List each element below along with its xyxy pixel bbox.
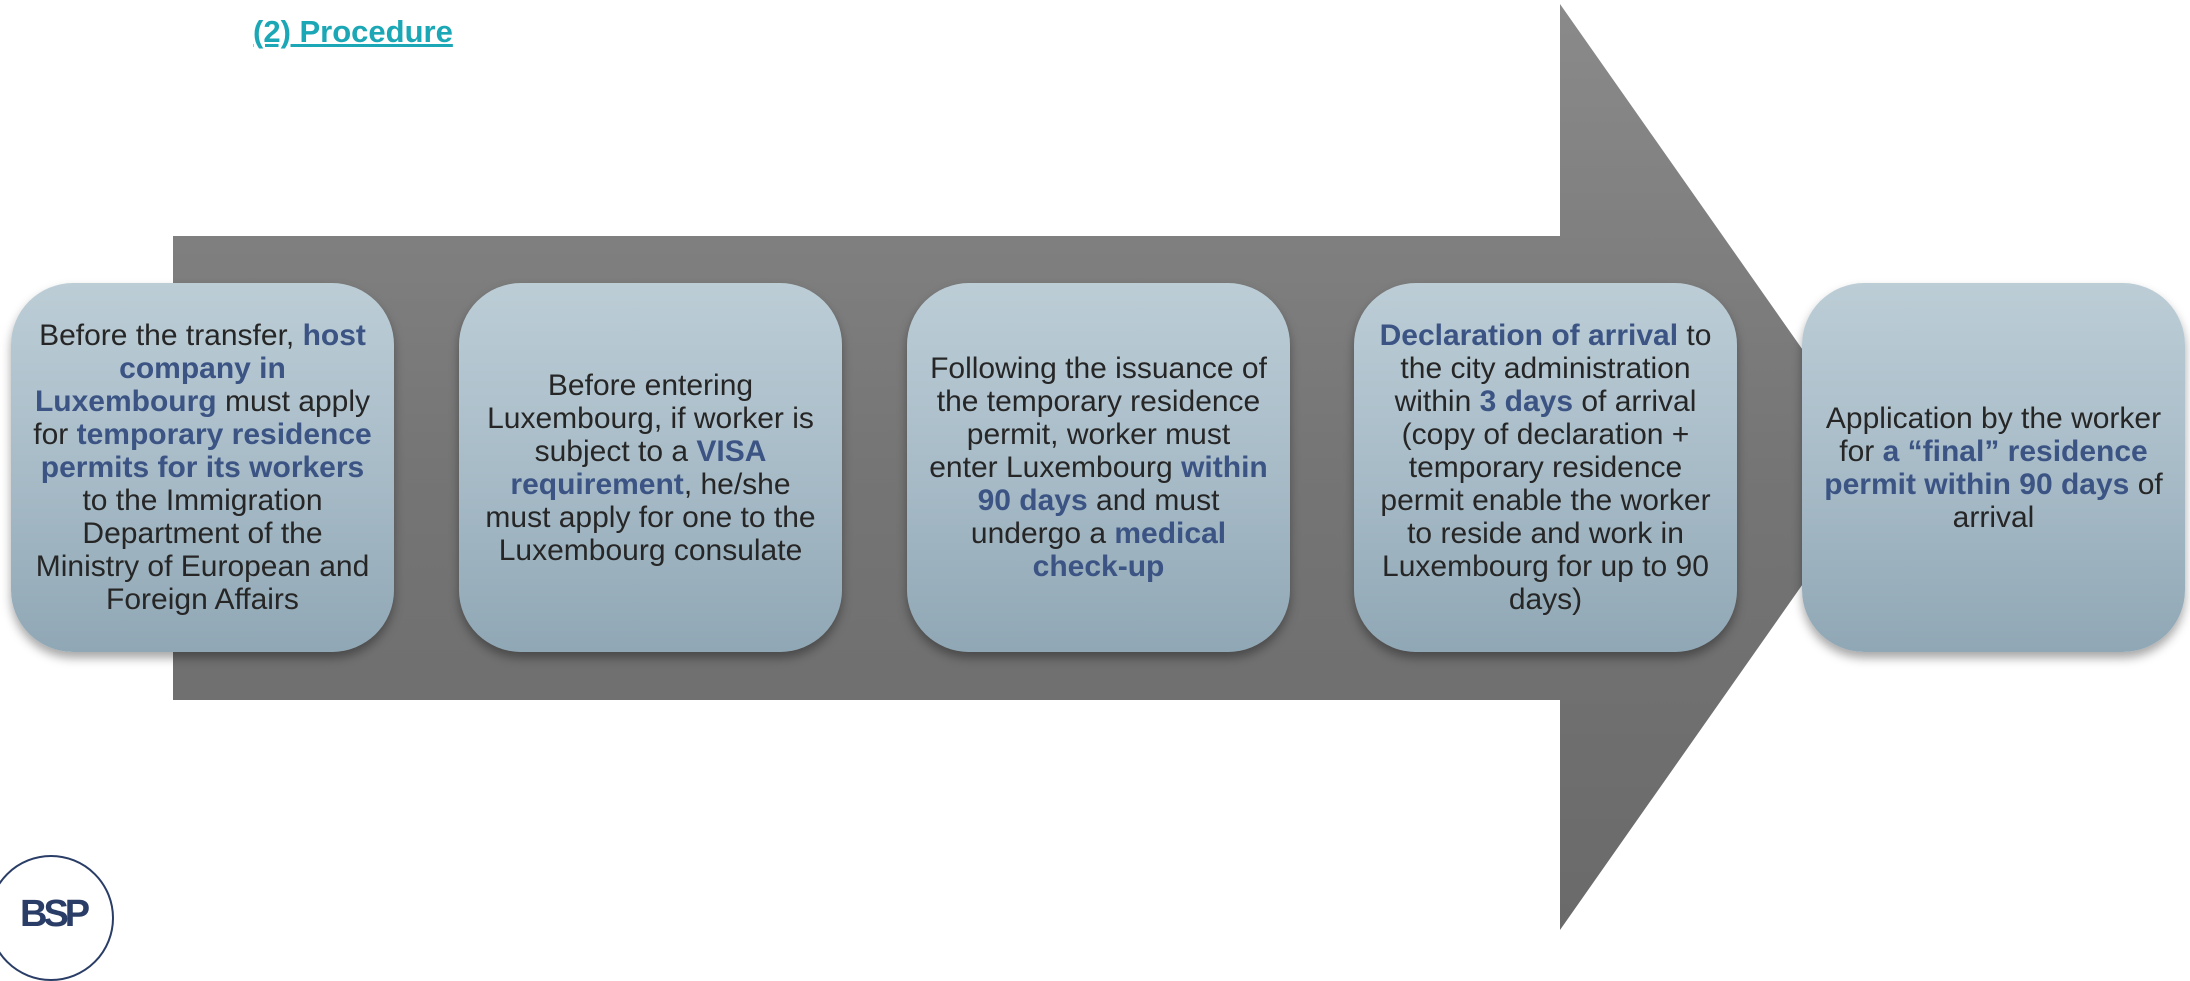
step-highlight-text: within 90 days bbox=[977, 451, 1268, 517]
step-body-text: , he/she must apply for one to the Luxem… bbox=[485, 467, 816, 567]
step-body-text: of arrival (copy of declaration + tempor… bbox=[1380, 385, 1711, 616]
step-3-box: Following the issuance of the temporary … bbox=[907, 283, 1290, 652]
step-body-text: of arrival bbox=[1952, 467, 2163, 534]
step-4-text: Declaration of arrival to the city admin… bbox=[1376, 319, 1715, 616]
step-4-box: Declaration of arrival to the city admin… bbox=[1354, 283, 1737, 652]
step-body-text: Application by the worker for bbox=[1825, 401, 2162, 468]
step-1-text: Before the transfer, host company in Lux… bbox=[33, 319, 372, 616]
step-body-text: Before entering Luxembourg, if worker is… bbox=[487, 368, 814, 468]
bsp-logo-text: BSP bbox=[20, 893, 90, 935]
page-title[interactable]: (2) Procedure bbox=[253, 14, 453, 49]
step-body-text: and must undergo a bbox=[970, 484, 1220, 550]
step-body-text: Before the transfer, bbox=[39, 319, 303, 352]
step-3-text: Following the issuance of the temporary … bbox=[929, 352, 1268, 583]
step-highlight-text: 3 days bbox=[1479, 385, 1574, 418]
step-highlight-text: a “final” residence permit within 90 day… bbox=[1824, 434, 2148, 501]
step-body-text: to the Immigration Department of the Min… bbox=[35, 484, 370, 616]
step-5-box: Application by the worker for a “final” … bbox=[1802, 283, 2185, 652]
step-highlight-text: temporary residence permits for its work… bbox=[40, 418, 372, 484]
step-body-text: Following the issuance of the temporary … bbox=[929, 352, 1267, 484]
step-highlight-text: VISA requirement bbox=[510, 434, 767, 501]
step-highlight-text: medical check-up bbox=[1032, 517, 1227, 583]
step-2-box: Before entering Luxembourg, if worker is… bbox=[459, 283, 842, 652]
step-body-text: must apply for bbox=[33, 385, 371, 451]
step-highlight-text: Declaration of arrival bbox=[1379, 319, 1679, 352]
step-body-text: to the city administration within bbox=[1394, 319, 1712, 418]
step-1-box: Before the transfer, host company in Lux… bbox=[11, 283, 394, 652]
step-2-text: Before entering Luxembourg, if worker is… bbox=[481, 369, 820, 567]
step-5-text: Application by the worker for a “final” … bbox=[1824, 402, 2163, 534]
step-highlight-text: host company in Luxembourg bbox=[34, 319, 366, 418]
